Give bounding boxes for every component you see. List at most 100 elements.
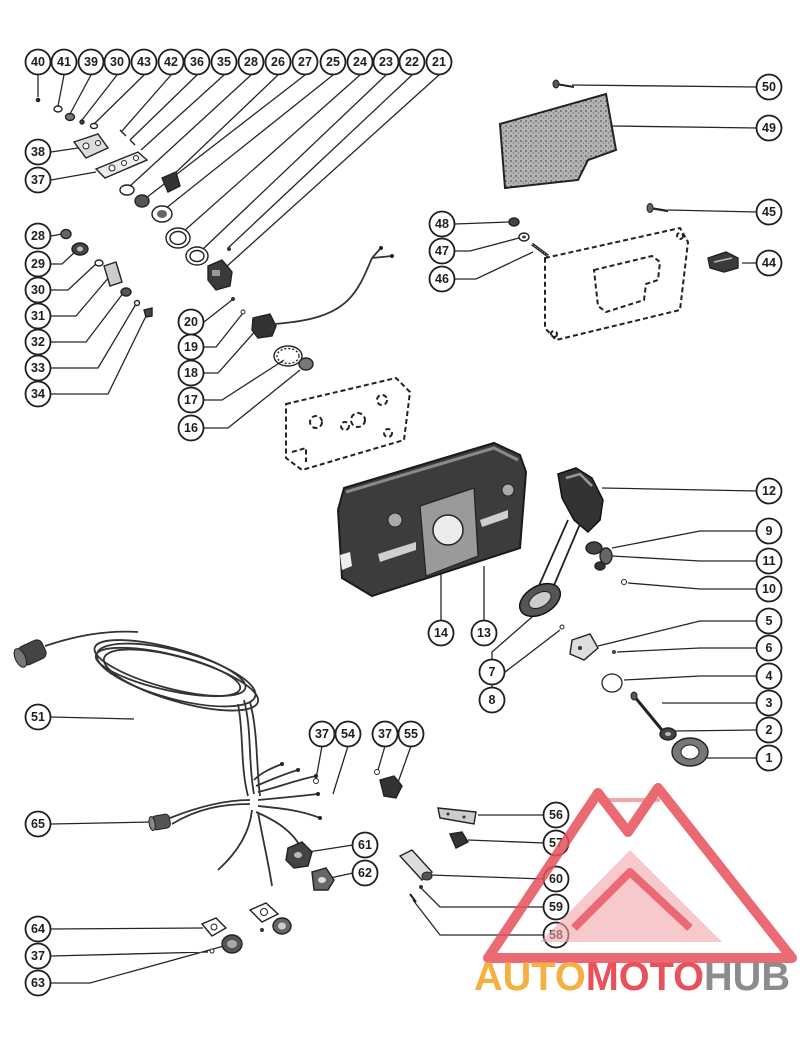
callout-number: 16 [184, 421, 198, 435]
callout-36: 36 [183, 48, 211, 76]
callout-number: 43 [137, 55, 151, 69]
callout-48: 48 [428, 210, 456, 238]
callout-24: 24 [346, 48, 374, 76]
callout-number: 38 [31, 145, 45, 159]
callout-number: 18 [184, 366, 198, 380]
callout-11: 11 [755, 547, 783, 575]
callout-12: 12 [755, 477, 783, 505]
callout-number: 1 [766, 751, 773, 765]
callout-38: 38 [24, 138, 52, 166]
callout-number: 31 [31, 309, 45, 323]
callout-number: 10 [762, 582, 776, 596]
callout-number: 28 [244, 55, 258, 69]
callout-number: 39 [84, 55, 98, 69]
callout-20: 20 [177, 308, 205, 336]
watermark-hub: HUB [704, 955, 790, 999]
callout-51: 51 [24, 703, 52, 731]
callouts: 40 41 39 30 43 42 36 35 28 26 27 25 24 2… [24, 48, 783, 997]
callout-55: 55 [397, 720, 425, 748]
callout-31: 31 [24, 302, 52, 330]
callout-number: 37 [315, 727, 329, 741]
callout-22: 22 [398, 48, 426, 76]
callout-number: 42 [164, 55, 178, 69]
callout-number: 41 [57, 55, 71, 69]
callout-number: 9 [766, 524, 773, 538]
callout-number: 59 [549, 900, 563, 914]
callout-27: 27 [291, 48, 319, 76]
callout-39: 39 [77, 48, 105, 76]
control-handle [518, 467, 604, 618]
callout-number: 45 [762, 205, 776, 219]
watermark-moto: MOTO [586, 955, 704, 999]
callout-6: 6 [755, 634, 783, 662]
callout-26: 26 [264, 48, 292, 76]
callout-number: 23 [379, 55, 393, 69]
callout-number: 37 [378, 727, 392, 741]
harness-plugs [285, 841, 335, 891]
callout-number: 3 [766, 696, 773, 710]
callout-number: 13 [477, 626, 491, 640]
callout-number: 44 [762, 256, 776, 270]
callout-number: 22 [405, 55, 419, 69]
watermark-logo [483, 783, 797, 963]
callout-number: 28 [31, 229, 45, 243]
callout-37: 37 [24, 942, 52, 970]
callout-33: 33 [24, 354, 52, 382]
wiring-harness [13, 630, 322, 887]
callout-number: 26 [271, 55, 285, 69]
callout-41: 41 [50, 48, 78, 76]
callout-number: 50 [762, 80, 776, 94]
callout-29: 29 [24, 250, 52, 278]
callout-17: 17 [177, 386, 205, 414]
callout-40: 40 [24, 48, 52, 76]
ring-and-knob [273, 345, 314, 371]
callout-number: 4 [766, 669, 773, 683]
leader-lines [37, 74, 758, 984]
callout-number: 2 [766, 723, 773, 737]
callout-number: 14 [434, 626, 448, 640]
plate-screw [646, 203, 669, 213]
retainer-plate [437, 807, 477, 849]
callout-number: 5 [766, 614, 773, 628]
callout-19: 19 [177, 333, 205, 361]
callout-14: 14 [427, 619, 455, 647]
callout-45: 45 [755, 198, 783, 226]
callout-4: 4 [755, 662, 783, 690]
callout-62: 62 [351, 859, 379, 887]
callout-number: 21 [432, 55, 446, 69]
callout-47: 47 [428, 237, 456, 265]
detent-and-trim-parts [569, 633, 709, 767]
harness-terminals [313, 769, 403, 799]
callout-37: 37 [308, 720, 336, 748]
callout-number: 30 [31, 283, 45, 297]
callout-number: 35 [217, 55, 231, 69]
callout-number: 20 [184, 315, 198, 329]
callout-43: 43 [130, 48, 158, 76]
callout-10: 10 [755, 575, 783, 603]
callout-number: 61 [358, 838, 372, 852]
callout-28: 28 [24, 222, 52, 250]
callout-number: 47 [435, 244, 449, 258]
harness-connector-and-leads [231, 246, 394, 339]
stud-nut-washer [508, 217, 549, 258]
callout-28: 28 [237, 48, 265, 76]
cover-plate [498, 92, 618, 190]
callout-number: 54 [341, 727, 355, 741]
neutral-lock-parts [559, 541, 627, 630]
callout-number: 36 [190, 55, 204, 69]
callout-number: 40 [31, 55, 45, 69]
callout-number: 25 [326, 55, 340, 69]
callout-number: 33 [31, 361, 45, 375]
callout-number: 34 [31, 387, 45, 401]
callout-64: 64 [24, 915, 52, 943]
callout-number: 12 [762, 484, 776, 498]
callout-65: 65 [24, 810, 52, 838]
callout-37: 37 [371, 720, 399, 748]
cover-screw [552, 79, 575, 89]
callout-number: 37 [31, 173, 45, 187]
callout-number: 56 [549, 808, 563, 822]
callout-number: 46 [435, 272, 449, 286]
callout-35: 35 [210, 48, 238, 76]
callout-13: 13 [470, 619, 498, 647]
